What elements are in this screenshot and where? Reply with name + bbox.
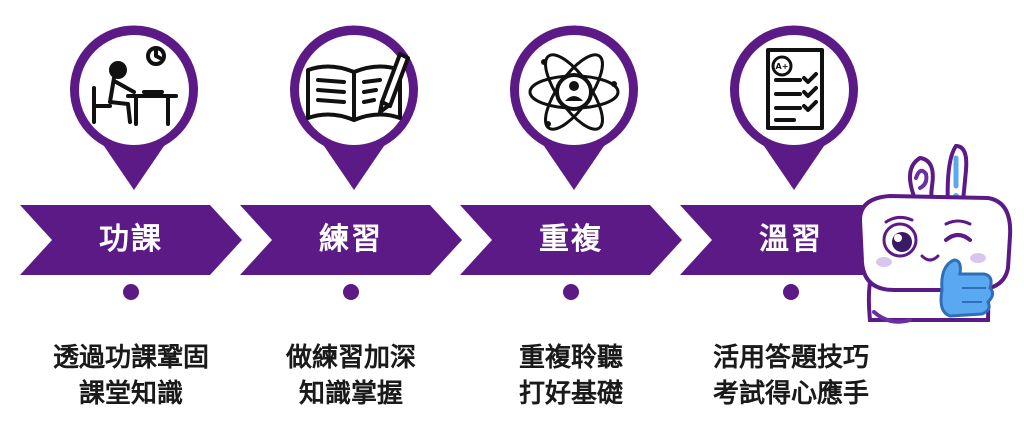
graded-checklist-icon xyxy=(766,48,824,130)
step-3-pin xyxy=(510,25,638,190)
step-2-desc-line2: 知識掌握 xyxy=(298,379,403,409)
step-4-chevron xyxy=(680,205,870,275)
step-1-desc-line2: 課堂知識 xyxy=(78,379,183,409)
step-3-desc-line1: 重複聆聽 xyxy=(518,343,623,373)
step-2-pin xyxy=(290,25,418,190)
step-3-description: 重複聆聽 打好基礎 xyxy=(456,340,686,412)
step-4-desc-line1: 活用答題技巧 xyxy=(712,343,869,373)
step-3-label: 重複 xyxy=(539,222,603,257)
step-2-label: 練習 xyxy=(319,222,383,257)
step-4-desc-line2: 考試得心應手 xyxy=(712,379,869,409)
svg-text:A+: A+ xyxy=(776,62,789,71)
step-2-chevron xyxy=(240,205,462,275)
step-2-description: 做練習加深 知識掌握 xyxy=(236,340,466,412)
step-1-label: 功課 xyxy=(99,222,163,257)
bunny-mascot-icon xyxy=(857,143,1013,324)
step-1-description: 透過功課鞏固 課堂知識 xyxy=(16,340,246,412)
step-2-desc-line1: 做練習加深 xyxy=(285,343,416,373)
atom-person-icon xyxy=(528,53,620,131)
step-3-desc-line2: 打好基礎 xyxy=(518,379,623,409)
step-3-dot xyxy=(563,284,579,300)
step-1-desc-line1: 透過功課鞏固 xyxy=(52,343,209,373)
step-4-label: 溫習 xyxy=(759,222,823,257)
step-4-pin: A+ xyxy=(730,25,858,190)
open-book-pencil-icon xyxy=(306,52,410,122)
step-2-dot xyxy=(343,284,359,300)
step-1-dot xyxy=(123,284,139,300)
step-1-pin xyxy=(70,25,198,190)
step-3-chevron xyxy=(460,205,682,275)
step-1-chevron xyxy=(20,205,242,275)
student-studying-icon xyxy=(92,46,178,126)
step-4-description: 活用答題技巧 考試得心應手 xyxy=(676,340,906,412)
step-4-dot xyxy=(783,284,799,300)
